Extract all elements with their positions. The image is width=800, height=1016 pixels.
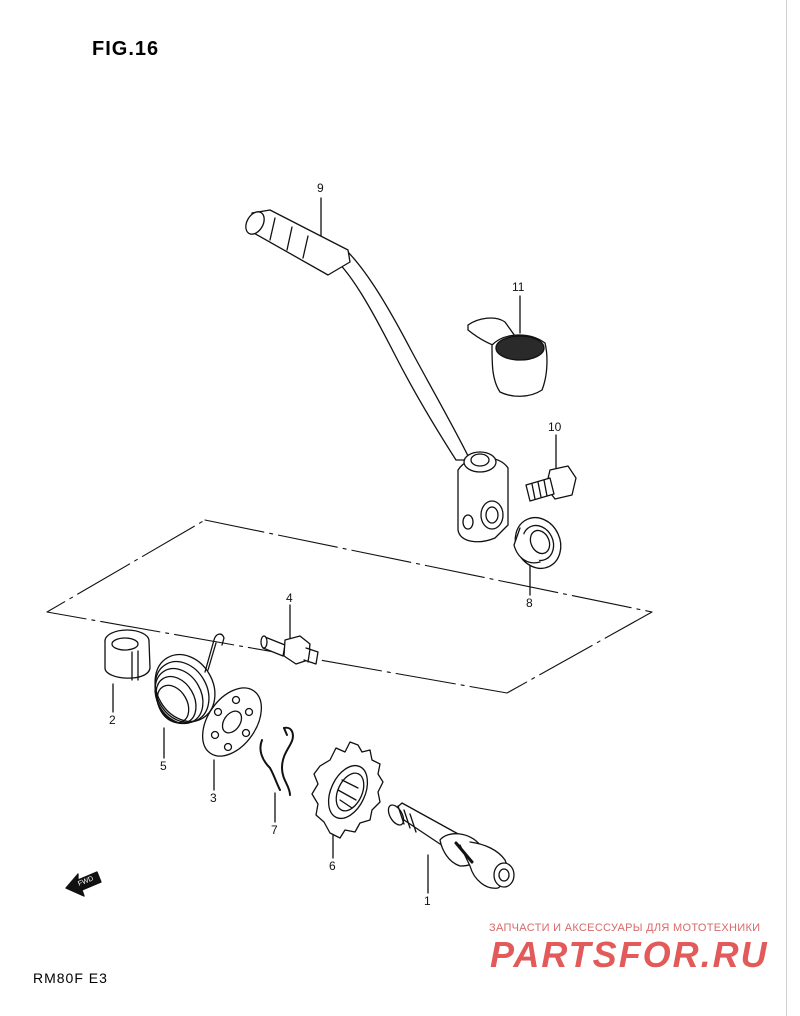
fwd-arrow [65, 871, 102, 897]
return-spring [154, 633, 225, 725]
assembly-boundary [46, 519, 653, 694]
part-label-3: 3 [210, 791, 217, 805]
stud-bolt [260, 635, 319, 665]
part-label-1: 1 [424, 894, 431, 908]
bolt [525, 465, 577, 502]
kick-starter-shaft [387, 802, 515, 889]
oil-seal [513, 517, 562, 569]
part-label-10: 10 [548, 420, 562, 434]
part-label-9: 9 [317, 181, 324, 195]
spring-washer [201, 687, 263, 757]
part-label-8: 8 [526, 596, 533, 610]
part-label-4: 4 [286, 591, 293, 605]
rubber-cap [467, 317, 548, 397]
watermark-tagline: ЗАПЧАСТИ И АКСЕССУАРЫ ДЛЯ МОТОТЕХНИКИ [489, 922, 761, 934]
figure-title: FIG.16 [92, 38, 160, 60]
page-border [786, 0, 787, 1016]
circlip [259, 726, 294, 796]
part-label-11: 11 [512, 280, 525, 294]
part-label-2: 2 [109, 713, 116, 727]
part-label-5: 5 [160, 759, 167, 773]
model-code: RM80F E3 [33, 970, 108, 986]
part-label-6: 6 [329, 859, 336, 873]
part-label-7: 7 [271, 823, 278, 837]
kick-starter-lever [245, 209, 509, 543]
watermark-logo: PARTSFOR.RU [490, 934, 769, 975]
kick-starter-gear [311, 741, 384, 839]
kick-starter-guide [104, 629, 151, 681]
